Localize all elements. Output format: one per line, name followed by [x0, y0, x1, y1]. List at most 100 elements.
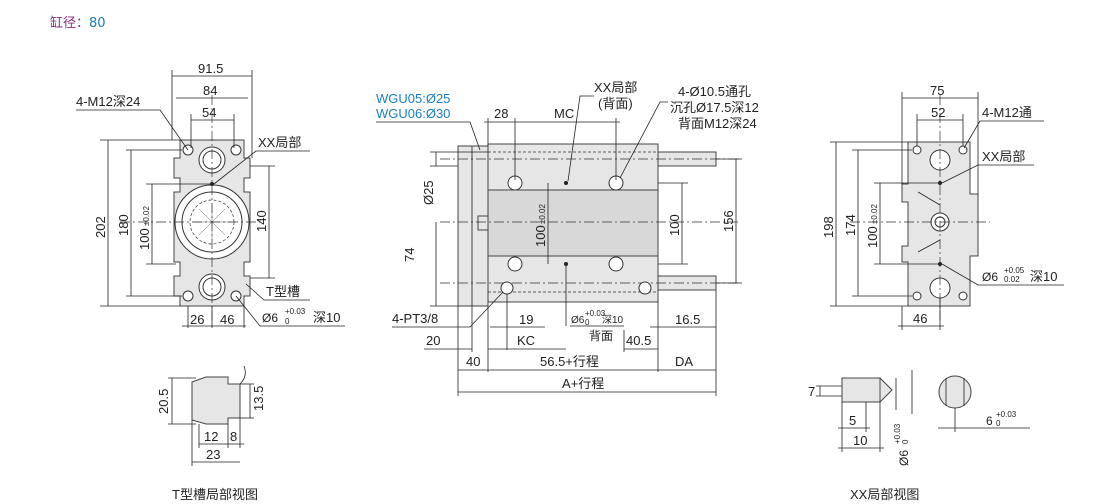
xx-caption: XX局部视图: [850, 487, 919, 502]
dim-56-5-stroke: 56.5+行程: [540, 354, 599, 369]
mid-hole-depth: 深10: [602, 314, 624, 326]
t-slot-shape: [191, 376, 241, 425]
right-end-view: 75 52 4-M12通 XX局部 Ø6 +0.05 0.02 深10 198 …: [821, 83, 1064, 330]
xx-dim-6-tol-lower: 0: [996, 419, 1001, 428]
dim-dia25: Ø25: [421, 180, 436, 205]
dim-40-5: 40.5: [626, 333, 651, 348]
xx-dim-dia6-tol-lower: 0: [901, 439, 910, 444]
pt-port-2: [638, 281, 652, 295]
right-pin-top: [938, 181, 942, 185]
dim-100-left: 100: [137, 228, 152, 250]
cylinder-center-band: [487, 189, 659, 257]
dim-mc: MC: [554, 106, 574, 121]
dim-198: 198: [821, 216, 836, 238]
xx-dim-6: 6: [986, 414, 993, 428]
dim-91-5: 91.5: [198, 61, 223, 76]
callout-back-m12: 背面M12深24: [678, 116, 757, 131]
back-label: 背面: [589, 329, 613, 343]
dim-46: 46: [220, 312, 234, 327]
corner-hole-tr: [230, 144, 242, 156]
bore-value: 80: [89, 16, 106, 31]
xx-dim-dia6: Ø6: [897, 450, 911, 466]
callout-t-slot: T型槽: [266, 284, 300, 299]
callout-4-m12: 4-M12深24: [76, 94, 140, 109]
dim-180: 180: [116, 214, 131, 236]
tslot-dim-8: 8: [230, 429, 237, 444]
dim-kc: KC: [517, 333, 535, 348]
xx-detail: 7 5 10 Ø6 +0.03 0 6 +0.03 0 XX局部视图: [808, 370, 1030, 502]
dim-100-mid: 100: [533, 225, 548, 247]
side-view: WGU05:Ø25 WGU06:Ø30 28 MC XX局部 (背面) 4-Ø1…: [376, 80, 759, 396]
pin-end: [938, 375, 972, 409]
dim-40: 40: [466, 354, 480, 369]
right-hole-tol-lower: 0.02: [1004, 275, 1020, 284]
dim-46-right: 46: [913, 311, 927, 326]
dim-26: 26: [190, 312, 204, 327]
tslot-dim-20-5: 20.5: [156, 389, 171, 414]
dim-140: 140: [254, 210, 269, 232]
dim-156: 156: [721, 210, 736, 232]
xx-pin-hole-left: [210, 182, 214, 186]
callout-4-hole: 4-Ø10.5通孔: [678, 84, 751, 99]
model-wgu05: WGU05:Ø25: [376, 91, 450, 106]
t-slot-detail: 20.5 13.5 12 8 23 T型槽局部视图: [156, 365, 266, 502]
end-plate: [457, 145, 473, 307]
xx-dim-7: 7: [808, 384, 815, 399]
dim-20: 20: [426, 333, 440, 348]
corner-hole-bl: [182, 290, 194, 302]
callout-xx-left: XX局部: [258, 135, 301, 150]
dim-28: 28: [494, 106, 508, 121]
dim-100-mid-tol: ±0.02: [538, 203, 547, 224]
dim-52: 52: [931, 105, 945, 120]
mid-hole-note: Ø6: [571, 315, 585, 326]
tslot-dim-12: 12: [204, 429, 218, 444]
tslot-dim-13-5: 13.5: [251, 386, 266, 411]
xx-pin-mid: [564, 181, 568, 185]
dim-da: DA: [675, 354, 693, 369]
callout-4-m12-through: 4-M12通: [982, 105, 1032, 120]
left-hole-tol-upper: +0.03: [285, 307, 306, 316]
left-hole-depth: 深10: [313, 310, 340, 325]
right-corner-tr: [958, 145, 968, 155]
callout-xx-right: XX局部: [982, 149, 1025, 164]
dim-16-5: 16.5: [675, 312, 700, 327]
callout-pt3-8: 4-PT3/8: [392, 311, 438, 326]
left-hole-tol-lower: 0: [285, 317, 290, 326]
dim-100-right: 100: [667, 214, 682, 236]
dim-19: 19: [519, 312, 533, 327]
mid-hole-tol-upper: +0.03: [585, 309, 606, 318]
callout-xx-mid: XX局部: [594, 80, 637, 95]
xx-dim-6-tol-upper: +0.03: [996, 410, 1017, 419]
model-wgu06: WGU06:Ø30: [376, 106, 450, 121]
left-hole-note: Ø6: [262, 311, 278, 325]
port-left: [477, 215, 489, 231]
right-corner-bl: [912, 291, 922, 301]
t-slot-caption: T型槽局部视图: [172, 487, 258, 502]
tslot-dim-23: 23: [206, 447, 220, 462]
dim-75: 75: [930, 83, 944, 98]
dim-202: 202: [93, 216, 108, 238]
dim-174: 174: [843, 214, 858, 236]
bore-header: 缸径：80: [50, 12, 106, 31]
right-hole-tol-upper: +0.05: [1004, 266, 1025, 275]
bore-label: 缸径：: [50, 16, 90, 31]
dim-74: 74: [402, 248, 417, 262]
callout-counterbore: 沉孔Ø17.5深12: [670, 100, 759, 115]
xx-dim-10: 10: [853, 433, 867, 448]
pin-side: [841, 377, 893, 403]
dim-100-left-tol: ±0.02: [142, 205, 151, 226]
mount-hole-4: [608, 256, 624, 272]
dim-84: 84: [203, 83, 217, 98]
right-hole-note: Ø6: [982, 270, 998, 284]
dim-a-stroke: A+行程: [562, 376, 604, 391]
right-hole-depth: 深10: [1030, 269, 1057, 284]
dim-100-right-view-tol: ±0.02: [870, 203, 879, 224]
right-corner-br: [958, 291, 968, 301]
dim-100-right-view: 100: [865, 226, 880, 248]
left-end-view: 91.5 84 54 4-M12深24 XX局部 T型槽 Ø6 +0.03 0 …: [76, 61, 345, 328]
mount-hole-3: [507, 256, 523, 272]
dim-54: 54: [202, 105, 216, 120]
xx-dim-5: 5: [849, 413, 856, 428]
mid-hole-tol-lower: 0: [585, 318, 590, 327]
